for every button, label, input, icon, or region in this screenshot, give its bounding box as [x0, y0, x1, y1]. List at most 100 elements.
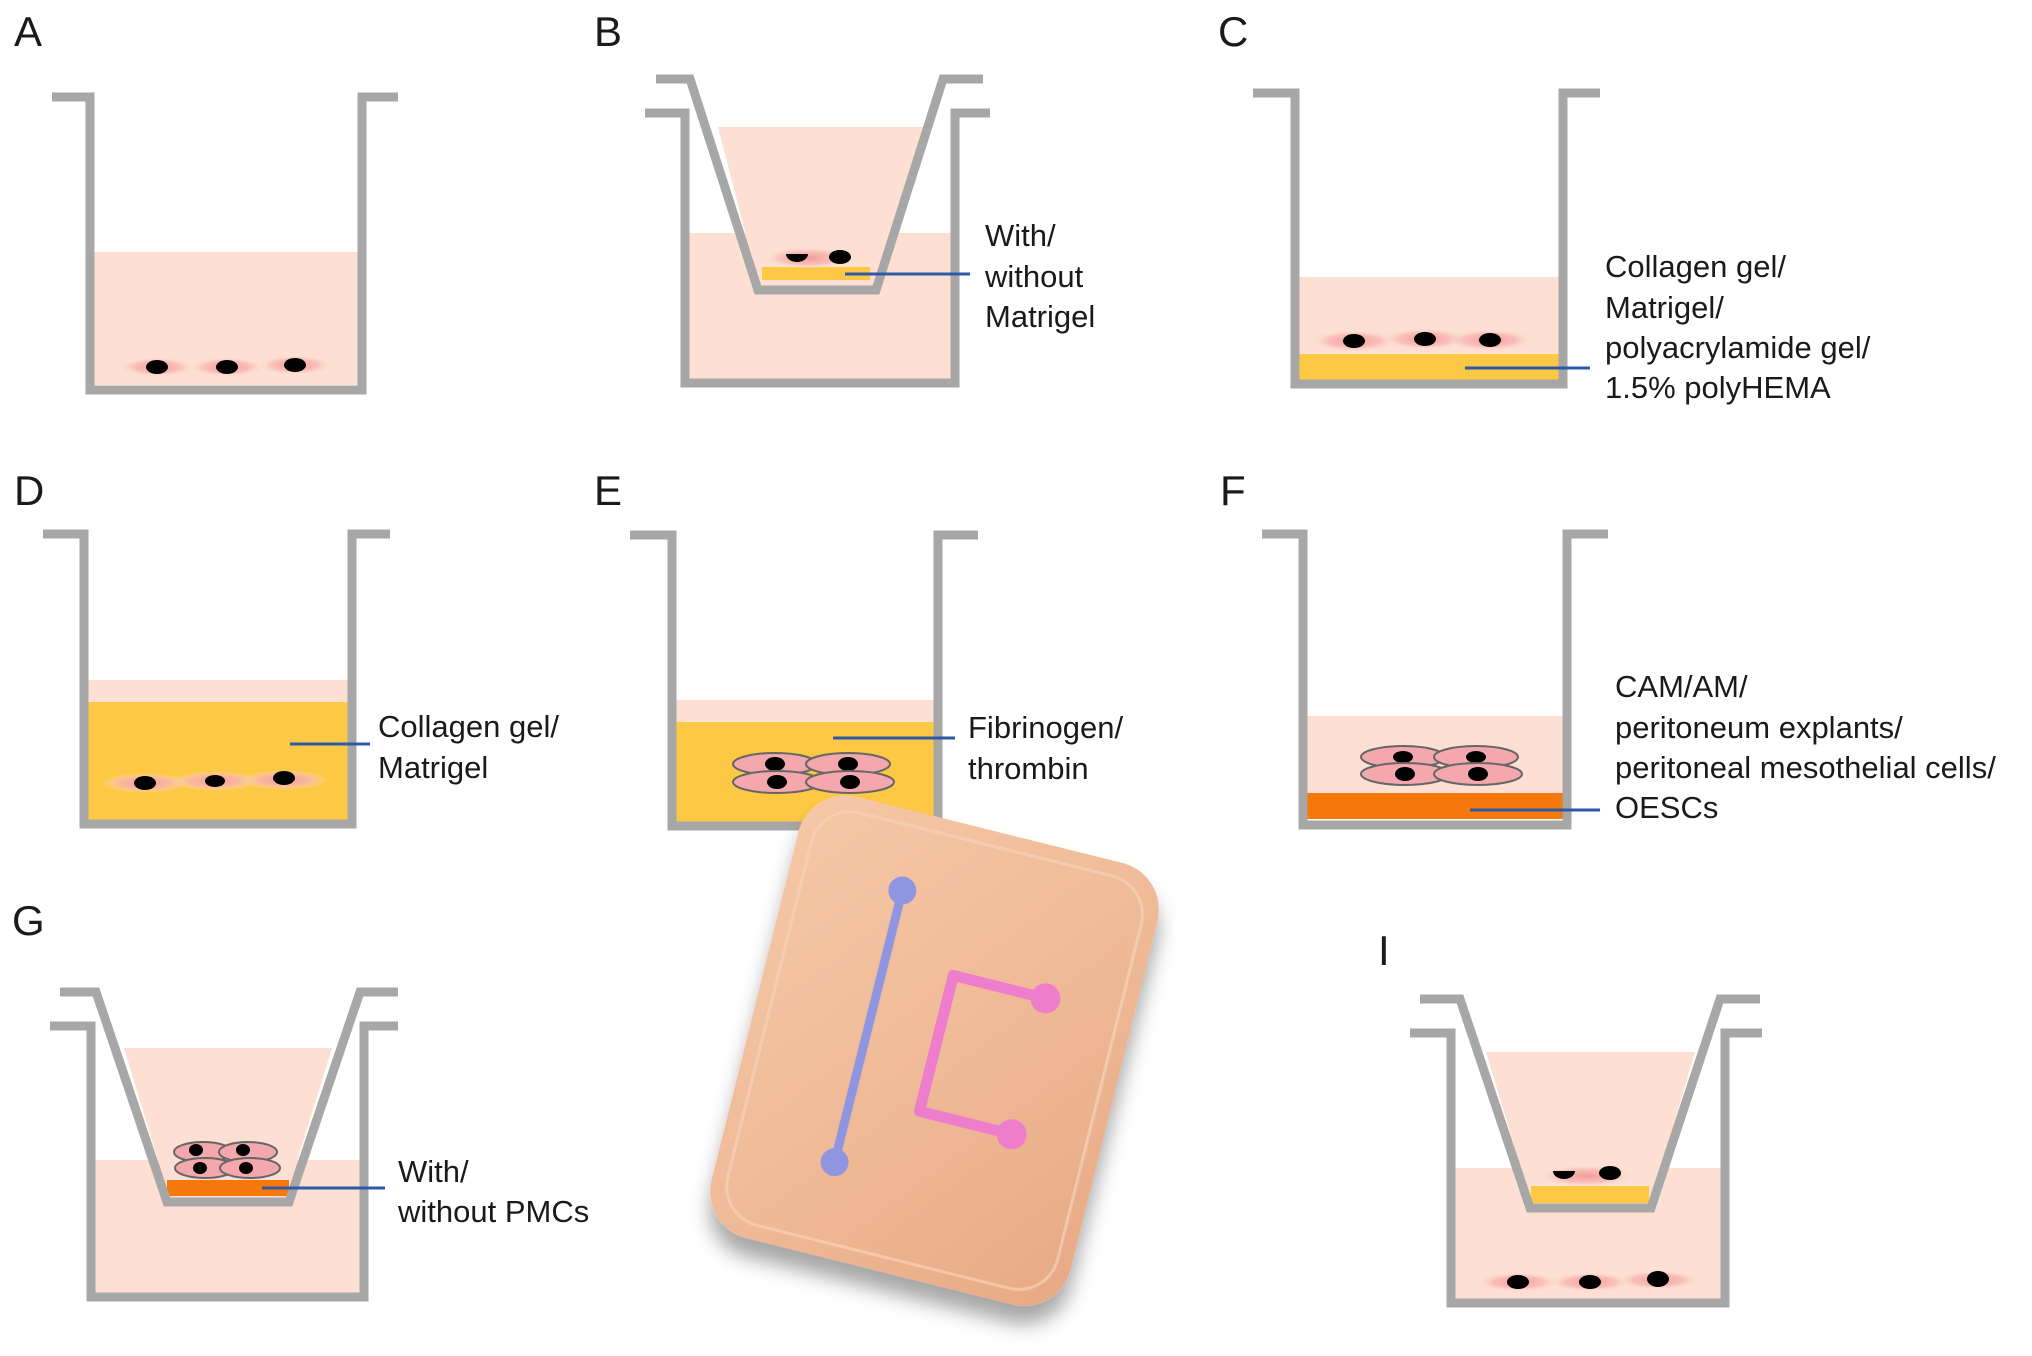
cell-monolayer	[763, 247, 853, 269]
cell-nucleus	[284, 358, 306, 372]
insert-cells	[1539, 1165, 1633, 1187]
cell-nucleus	[1466, 751, 1486, 763]
panel-b: B With/ without Matrigel	[594, 8, 1095, 388]
mesothelial-layer	[1307, 793, 1563, 819]
panel-letter-f: F	[1220, 467, 1246, 514]
cell-nucleus	[273, 771, 295, 785]
annotation-f: CAM/AM/ peritoneum explants/ peritoneal …	[1615, 669, 1996, 825]
annotation-e: Fibrinogen/ thrombin	[968, 710, 1123, 786]
label-line: CAM/AM/	[1615, 669, 1748, 704]
annotation-d: Collagen gel/ Matrigel	[378, 709, 559, 785]
panel-e: E Fibrinogen/ thrombin	[594, 467, 1123, 831]
annotation-c: Collagen gel/ Matrigel/ polyacrylamide g…	[1605, 249, 1871, 405]
insert-medium	[718, 127, 926, 290]
transwell-insert	[1420, 994, 1760, 1213]
cell-nucleus	[216, 360, 238, 374]
cell-nucleus	[205, 775, 225, 787]
label-line: 1.5% polyHEMA	[1605, 370, 1831, 405]
cell-nucleus	[1414, 332, 1436, 346]
culture-well	[1410, 1028, 1762, 1308]
embedded-cells	[101, 770, 328, 793]
culture-medium	[87, 680, 350, 702]
migrating-cell-nucleus	[1553, 1171, 1575, 1179]
panel-letter-a: A	[14, 8, 42, 55]
cell-nucleus	[767, 775, 787, 789]
panel-g: G With/ without PMCs	[12, 897, 589, 1302]
inlet-port	[888, 876, 917, 905]
cell	[763, 247, 853, 269]
matrigel-layer	[762, 267, 870, 280]
spheroid-cells	[732, 752, 895, 794]
culture-well	[645, 108, 990, 388]
transwell-insert	[60, 987, 398, 1207]
annotation-g: With/ without PMCs	[397, 1154, 589, 1229]
pmc-layer	[167, 1180, 289, 1196]
insert-medium	[1486, 1052, 1695, 1205]
culture-well	[50, 1021, 398, 1302]
label-line: OESCs	[1615, 790, 1718, 825]
culture-well	[1253, 88, 1600, 389]
label-line: without PMCs	[397, 1194, 589, 1229]
panel-a: A	[14, 8, 398, 395]
spheroid-cells	[1360, 745, 1523, 786]
cell-nucleus	[193, 1162, 207, 1174]
panel-letter-i: I	[1378, 927, 1390, 974]
culture-well	[1262, 529, 1608, 830]
label-line: Matrigel	[378, 750, 488, 785]
label-line: Matrigel	[985, 299, 1095, 334]
panel-c: C Collagen gel/ Matrigel/ polyacrylamide…	[1218, 8, 1871, 405]
outlet-port	[996, 1119, 1027, 1150]
cell-nucleus	[1468, 767, 1488, 781]
cell-nucleus	[1395, 767, 1415, 781]
panel-h: H	[710, 795, 1159, 1306]
cell-nucleus	[1393, 751, 1413, 763]
cell-nucleus	[146, 360, 168, 374]
label-line: peritoneal mesothelial cells/	[1615, 750, 1996, 785]
channel	[913, 969, 1047, 1139]
cell-nucleus	[1579, 1275, 1601, 1289]
migrating-cell-nucleus	[786, 254, 808, 262]
microfluidic-chip	[710, 795, 1159, 1306]
panel-letter-g: G	[12, 897, 45, 944]
channel	[831, 890, 906, 1162]
label-line: Collagen gel/	[1605, 249, 1786, 284]
panel-letter-e: E	[594, 467, 622, 514]
cell-monolayer	[119, 355, 333, 377]
cell-monolayer	[1310, 328, 1534, 352]
label-line: With/	[985, 218, 1056, 253]
cell-nucleus	[1599, 1166, 1621, 1180]
cell-nucleus	[838, 757, 858, 771]
insert-medium	[124, 1048, 332, 1200]
cell-nucleus	[1479, 333, 1501, 347]
label-line: Collagen gel/	[378, 709, 559, 744]
panel-letter-b: B	[594, 8, 622, 55]
outlet-port	[820, 1148, 849, 1177]
panel-letter-c: C	[1218, 8, 1248, 55]
annotation-b: With/ without Matrigel	[984, 218, 1095, 334]
cell-nucleus	[189, 1144, 203, 1156]
cell-nucleus	[134, 776, 156, 790]
cell-nucleus	[1647, 1271, 1669, 1287]
transwell-insert	[656, 74, 983, 295]
panel-i: I	[1378, 927, 1762, 1308]
culture-medium	[673, 700, 936, 722]
cell-nucleus	[236, 1144, 250, 1156]
label-line: thrombin	[968, 751, 1089, 786]
label-line: without	[984, 259, 1084, 294]
cell-nucleus	[840, 775, 860, 789]
spheroid-cells	[173, 1141, 281, 1179]
label-line: polyacrylamide gel/	[1605, 330, 1871, 365]
panel-d: D Collagen gel/ Matrigel	[14, 467, 559, 829]
chip-rim	[725, 810, 1144, 1291]
culture-well	[52, 92, 398, 395]
cell-nucleus	[1507, 1275, 1529, 1289]
panel-letter-d: D	[14, 467, 44, 514]
gel-layer	[1531, 1186, 1649, 1203]
culture-well	[43, 529, 390, 829]
inlet-port	[1030, 983, 1061, 1014]
channel-blue	[820, 876, 917, 1177]
cell-nucleus	[239, 1162, 253, 1174]
panel-f: F CAM/AM/ peritoneum explants/ peritonea…	[1220, 467, 1996, 830]
gel-matrix	[87, 702, 350, 822]
